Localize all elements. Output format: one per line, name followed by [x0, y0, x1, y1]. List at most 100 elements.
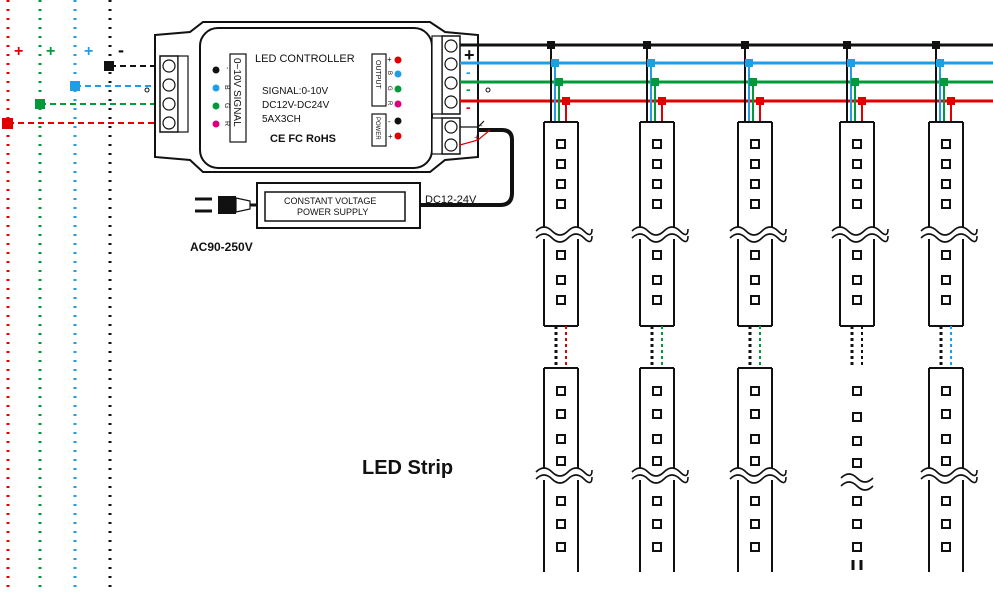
led-chip — [750, 434, 760, 444]
controller-certs: CE FC RoHS — [270, 133, 336, 145]
led-chip — [652, 250, 662, 260]
bus-tap — [947, 97, 955, 105]
led-chip — [852, 436, 862, 446]
led-chip — [652, 434, 662, 444]
led-chip — [652, 519, 662, 529]
led-chip — [652, 295, 662, 305]
psu-out-minus: - — [480, 121, 483, 130]
bus-tap — [555, 78, 563, 86]
bus-tap — [932, 41, 940, 49]
led-chip — [750, 275, 760, 285]
bus-tap — [651, 78, 659, 86]
led-chip — [852, 412, 862, 422]
bus-tap — [547, 41, 555, 49]
bus-tap — [658, 97, 666, 105]
led-chip — [750, 250, 760, 260]
led-chip — [652, 496, 662, 506]
output-pin-plus: + — [387, 55, 392, 64]
led-chip — [750, 519, 760, 529]
power-supply: CONSTANT VOLTAGE POWER SUPPLY DC12-24V -… — [190, 120, 514, 254]
led-chip — [941, 496, 951, 506]
led-chip — [556, 542, 566, 552]
input-pin-g: G — [223, 103, 230, 108]
led-strip-column — [535, 41, 593, 572]
led-strip-column — [831, 41, 889, 570]
led-chip — [941, 275, 951, 285]
led-chip — [941, 139, 951, 149]
led-chip — [750, 409, 760, 419]
led-chip — [750, 456, 760, 466]
led-chip — [941, 409, 951, 419]
psu-line2: POWER SUPPLY — [297, 207, 368, 217]
led-chip — [556, 496, 566, 506]
bus-plus-label: + — [464, 45, 475, 65]
led-chip — [941, 199, 951, 209]
led-chip — [941, 542, 951, 552]
bus-tap — [749, 78, 757, 86]
led-chip — [941, 250, 951, 260]
black-junction — [104, 61, 114, 71]
led-chip — [852, 199, 862, 209]
bus-tap — [756, 97, 764, 105]
power-pin-plus: + — [388, 132, 393, 141]
output-pin-b: B — [386, 71, 392, 75]
input-pin-b: B — [223, 85, 230, 90]
power-pin-minus: - — [388, 117, 391, 126]
ac-label: AC90-250V — [190, 240, 253, 254]
led-chip — [750, 386, 760, 396]
controller-signal: SIGNAL:0-10V — [262, 86, 328, 97]
led-chip — [852, 458, 862, 468]
led-chip — [941, 434, 951, 444]
led-chip — [750, 179, 760, 189]
led-chip — [941, 159, 951, 169]
led-chip — [652, 159, 662, 169]
led-chip — [852, 542, 862, 552]
led-chip — [941, 179, 951, 189]
led-chip — [941, 519, 951, 529]
led-chip — [652, 199, 662, 209]
led-chip — [652, 456, 662, 466]
output-pin-r: R — [386, 101, 392, 106]
led-chip — [750, 542, 760, 552]
blue-junction — [70, 81, 80, 91]
ac-plug — [218, 196, 236, 214]
bus-tap — [940, 78, 948, 86]
led-chip — [750, 295, 760, 305]
red-plus-label: + — [14, 43, 23, 60]
led-controller: - B G R 0~10V SIGNAL LED CONTROLLER SIGN… — [144, 21, 491, 173]
green-junction — [35, 99, 45, 109]
bus-tap — [562, 97, 570, 105]
led-strip-column — [920, 41, 978, 572]
led-chip — [852, 139, 862, 149]
psu-line1: CONSTANT VOLTAGE — [284, 196, 376, 206]
led-chip — [852, 295, 862, 305]
bus-tap — [858, 97, 866, 105]
led-chip — [556, 295, 566, 305]
led-chip — [556, 139, 566, 149]
led-chip — [652, 409, 662, 419]
input-pin-r: R — [223, 121, 230, 126]
bus-green-minus-label: - — [466, 81, 471, 97]
led-chip — [652, 542, 662, 552]
input-pin-minus: - — [223, 67, 230, 70]
led-chip — [852, 496, 862, 506]
led-strip-column — [729, 41, 787, 572]
led-chip — [556, 159, 566, 169]
input-signal-label: 0~10V SIGNAL — [231, 58, 242, 127]
led-chip — [556, 386, 566, 396]
bus-tap — [843, 41, 851, 49]
controller-rating: 5AX3CH — [262, 114, 301, 125]
bus-blue-minus-label: - — [466, 64, 471, 80]
led-chip — [652, 275, 662, 285]
led-chip — [750, 139, 760, 149]
led-chip — [750, 496, 760, 506]
bus-tap — [741, 41, 749, 49]
led-chip — [556, 179, 566, 189]
psu-out-plus: + — [474, 133, 479, 142]
bus-tap — [643, 41, 651, 49]
green-plus-label: + — [46, 43, 55, 60]
bus-tap — [647, 59, 655, 67]
led-chip — [852, 519, 862, 529]
led-chip — [852, 179, 862, 189]
